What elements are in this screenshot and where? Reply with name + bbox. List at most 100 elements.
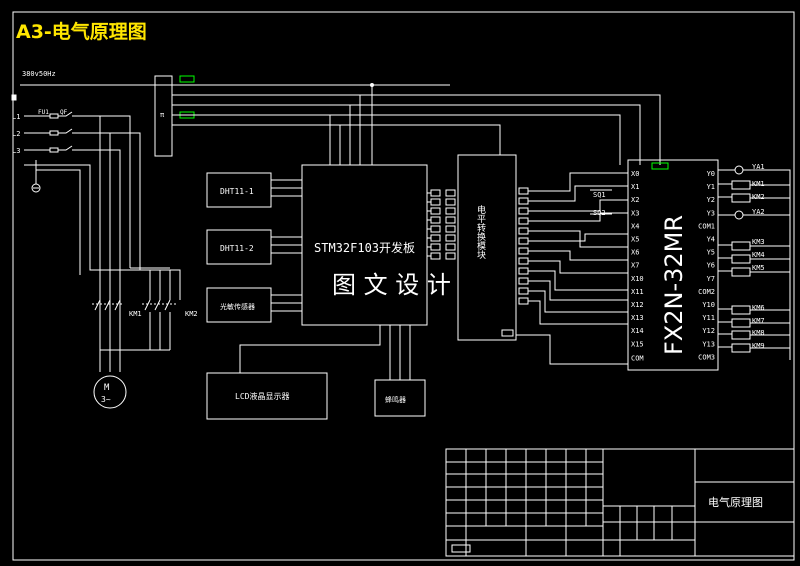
wire — [24, 164, 181, 300]
switch-sq2-label: SQ2 — [593, 209, 606, 217]
sensor-dht11-2 — [206, 229, 272, 265]
power-supply-label: 380v50Hz — [22, 70, 56, 78]
plc-input-wires — [528, 172, 628, 325]
output-load-label: KM7 — [752, 317, 765, 325]
contactor-km2 — [100, 267, 176, 351]
plc-output-terminal: Y12 — [702, 327, 715, 335]
drawing-border — [12, 11, 795, 561]
contactor-km2-label: KM2 — [185, 310, 198, 318]
drawing-title: A3-电气原理图 — [16, 20, 147, 43]
status-marker — [179, 75, 195, 83]
plc-input-terminal: X13 — [631, 314, 644, 322]
output-load-label: KM6 — [752, 304, 765, 312]
mcu-board — [301, 164, 428, 326]
motor-icon — [93, 375, 127, 409]
lcd-label: LCD液晶显示器 — [235, 391, 289, 401]
plc-output-terminal: Y3 — [707, 209, 715, 217]
output-load-label: YA1 — [752, 163, 765, 171]
plc-input-terminal: X2 — [631, 196, 639, 204]
transformer-label: π — [160, 111, 165, 119]
contactor-km1-label: KM1 — [129, 310, 142, 318]
plc-input-terminal: X15 — [631, 340, 644, 348]
output-load-label: KM4 — [752, 251, 765, 259]
sensor-light-label: 光敏传感器 — [220, 302, 255, 311]
plc-input-terminal: X3 — [631, 209, 639, 217]
plc-input-terminal: X12 — [631, 301, 644, 309]
output-load-label: KM3 — [752, 238, 765, 246]
motor-phase-label: 3~ — [101, 395, 111, 404]
line-l2: L2 — [12, 130, 20, 138]
plc-output-terminal: Y5 — [707, 249, 715, 257]
mcu-pins — [430, 189, 456, 260]
plc-output-terminal: COM2 — [698, 288, 715, 296]
plc-output-terminal: Y13 — [702, 340, 715, 348]
terminal — [11, 94, 17, 101]
line-l3: L3 — [12, 147, 20, 155]
solenoid-icon — [734, 210, 744, 220]
plc-input-terminal: X5 — [631, 236, 639, 244]
plc-output-terminal: COM1 — [698, 222, 715, 230]
output-load-label: KM9 — [752, 342, 765, 350]
wire — [427, 192, 431, 257]
plc-input-terminal: X6 — [631, 249, 639, 257]
line-l1: L1 — [12, 113, 20, 121]
wire — [36, 169, 81, 275]
contactor-km1 — [92, 290, 124, 350]
plc-input-terminal: X11 — [631, 288, 644, 296]
sensor-dht11-1 — [206, 172, 272, 208]
level-shift-label: 电平转换模块 — [475, 204, 486, 260]
plc-input-terminal: COM — [631, 354, 644, 362]
plc-status-marker — [651, 162, 669, 170]
wire — [100, 115, 141, 268]
title-block-name: 电气原理图 — [708, 495, 763, 509]
plc-input-terminal: X10 — [631, 275, 644, 283]
watermark: 图 文 设 计 — [332, 271, 451, 299]
plc-input-terminal: X1 — [631, 183, 639, 191]
plc-output-terminal: Y1 — [707, 183, 715, 191]
module-pin — [501, 329, 514, 337]
level-shift-module — [457, 154, 517, 341]
motor-wires — [99, 350, 121, 372]
solenoid-icon — [734, 165, 744, 175]
breaker-label: QF — [60, 109, 68, 116]
ground-icon — [31, 183, 41, 193]
wire — [329, 95, 361, 165]
buzzer-label: 蜂鸣器 — [385, 395, 406, 404]
sensor-dht11-1-label: DHT11-1 — [220, 187, 254, 196]
plc-output-terminal: COM3 — [698, 353, 715, 361]
plc-input-terminal: X7 — [631, 262, 639, 270]
bus-wires — [172, 94, 661, 165]
fuses — [49, 113, 59, 153]
plc-output-terminal: Y6 — [707, 262, 715, 270]
three-phase-wires — [24, 111, 121, 360]
output-load-label: KM5 — [752, 264, 765, 272]
plc-fx2n — [627, 159, 719, 371]
sensor-light — [206, 287, 272, 323]
plc-output-terminal: Y11 — [702, 314, 715, 322]
switch-wires — [590, 189, 612, 215]
output-load-label: YA2 — [752, 208, 765, 216]
sensor-wires — [271, 179, 302, 312]
plc-output-terminal: Y7 — [707, 275, 715, 283]
output-load-label: KM2 — [752, 193, 765, 201]
sensor-dht11-2-label: DHT11-2 — [220, 244, 254, 253]
lcd-wires — [239, 325, 411, 380]
plc-output-terminal: Y10 — [702, 301, 715, 309]
transformer-block — [154, 75, 173, 157]
output-load-label: KM8 — [752, 329, 765, 337]
fuse-label: FU1 — [38, 109, 49, 116]
plc-output-terminal: Y2 — [707, 196, 715, 204]
plc-input-terminal: X0 — [631, 170, 639, 178]
plc-output-terminal: Y4 — [707, 236, 715, 244]
plc-label: FX2N-32MR — [660, 215, 688, 355]
output-load-label: KM1 — [752, 180, 765, 188]
switch-sq1-label: SQ1 — [593, 191, 606, 199]
mcu-label: STM32F103开发板 — [314, 240, 415, 255]
motor-label: M — [104, 383, 110, 393]
wire — [516, 334, 628, 365]
